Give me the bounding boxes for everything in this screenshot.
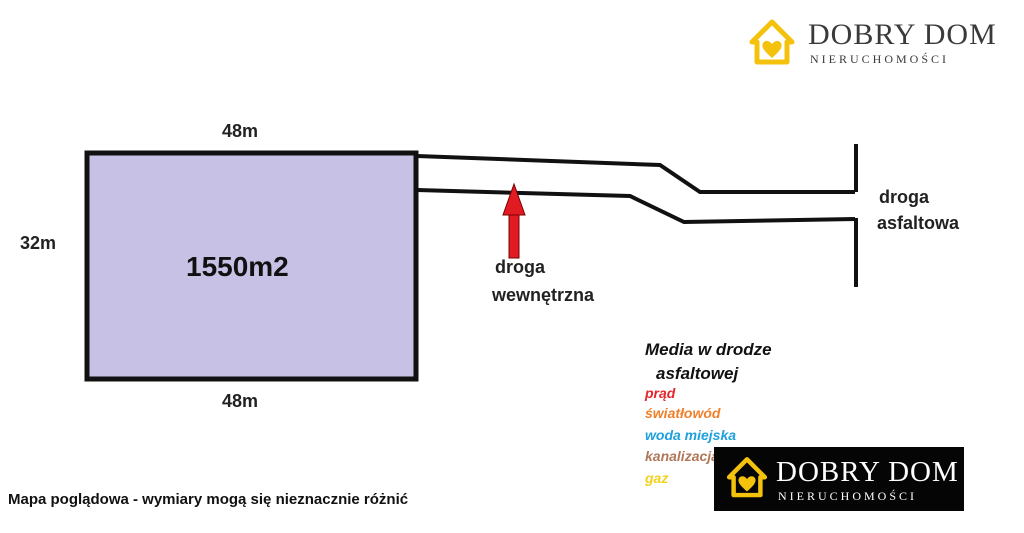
plot-bottom-width: 48m	[222, 391, 259, 411]
media-heading-line1: Media w drodze	[645, 340, 772, 359]
house-heart-icon	[726, 457, 768, 498]
internal-road-lower-edge	[416, 188, 856, 225]
house-heart-icon	[749, 19, 795, 65]
media-item-fiber: światłowód	[645, 405, 721, 421]
media-item-sewage: kanalizacja	[645, 448, 719, 464]
plot-area-label: 1550m2	[186, 251, 289, 282]
brand-tagline-top: NIERUCHOMOŚCI	[810, 52, 950, 66]
media-heading-line2: asfaltowej	[656, 364, 739, 383]
brand-name-top: DOBRY DOM	[808, 18, 997, 51]
internal-road-upper-edge	[416, 154, 855, 194]
footer-note: Mapa poglądowa - wymiary mogą się niezna…	[8, 491, 409, 508]
media-item-gas: gaz	[645, 470, 669, 486]
brand-logo-bottom: DOBRY DOM NIERUCHOMOŚCI	[714, 447, 964, 511]
plot-area	[84, 150, 419, 382]
plot-side-height: 32m	[20, 233, 57, 253]
asphalt-road-label-line2: asfaltowa	[877, 213, 960, 233]
brand-tagline-bottom: NIERUCHOMOŚCI	[778, 489, 918, 503]
internal-road-label-line1: droga	[495, 257, 546, 277]
media-item-water: woda miejska	[645, 427, 737, 443]
plot-top-width: 48m	[222, 121, 259, 141]
asphalt-road-label-line1: droga	[879, 187, 930, 207]
media-item-electricity: prąd	[645, 385, 676, 401]
arrow-icon	[502, 182, 526, 259]
brand-name-bottom: DOBRY DOM	[776, 456, 959, 488]
internal-road-label-line2: wewnętrzna	[492, 285, 595, 305]
brand-logo-top: DOBRY DOM NIERUCHOMOŚCI	[744, 14, 1004, 74]
